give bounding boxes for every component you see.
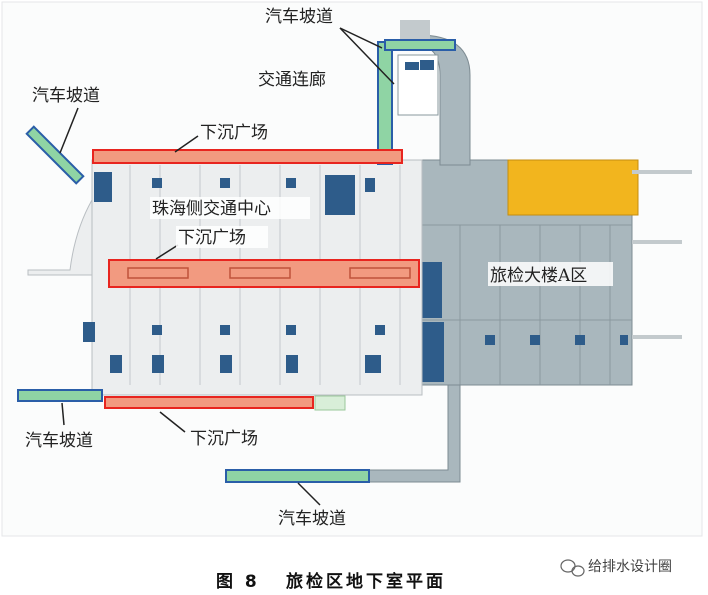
- sunken-plaza-middle: [108, 259, 420, 288]
- label-inspection-building: 旅检大楼A区: [490, 266, 587, 286]
- label-sunken-plaza-top: 下沉广场: [200, 123, 268, 143]
- ramp-left: [25, 125, 85, 185]
- left-entry-road: [27, 198, 93, 276]
- label-ramp-bottom: 汽车坡道: [278, 509, 346, 529]
- label-background: [150, 197, 310, 219]
- figure-number: 图 8: [216, 572, 260, 592]
- label-ramp-bottom-left: 汽车坡道: [25, 431, 93, 451]
- label-ramp-top: 汽车坡道: [265, 7, 333, 27]
- label-transport-center: 珠海侧交通中心: [152, 199, 271, 219]
- label-traffic-corridor: 交通连廊: [258, 70, 326, 90]
- label-sunken-plaza-bottom: 下沉广场: [190, 429, 258, 449]
- leader-arrows: [59, 27, 395, 506]
- wechat-icon: [560, 559, 585, 577]
- inspection-building-area: [419, 159, 692, 386]
- figure-title: 旅检区地下室平面: [286, 571, 446, 592]
- label-background: [176, 226, 268, 248]
- sunken-plaza-bottom: [104, 396, 314, 409]
- yellow-zone: [507, 159, 639, 216]
- watermark: 给排水设计圈: [588, 559, 672, 575]
- ramp-top-shape: [384, 39, 456, 51]
- label-ramp-left: 汽车坡道: [32, 86, 100, 106]
- ramp-bottom-left: [17, 389, 103, 402]
- ramp-bottom: [225, 469, 370, 483]
- sunken-plaza-top: [92, 149, 403, 164]
- label-sunken-plaza-middle: 下沉广场: [178, 228, 246, 248]
- plaza-middle-details: [127, 267, 411, 279]
- label-background: [488, 262, 613, 286]
- ramp-top-structure: [400, 20, 430, 40]
- traffic-corridor: [377, 41, 393, 165]
